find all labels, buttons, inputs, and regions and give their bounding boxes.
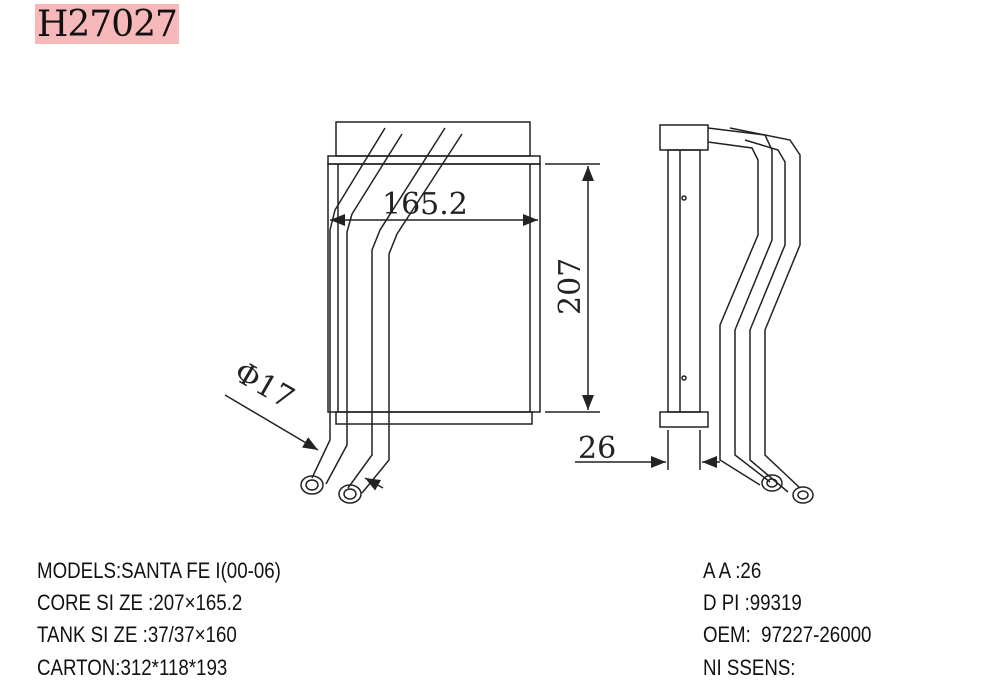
dimension-lines xyxy=(224,163,720,491)
spec-models: MODELS:SANTA FE I(00-06) xyxy=(37,558,281,583)
width-dimension-label: 165.2 xyxy=(382,187,468,222)
spec-dpi: D PI :99319 xyxy=(703,590,802,615)
spec-oem: OEM: 97227-26000 xyxy=(703,622,872,647)
spec-tank-size: TANK SI ZE :37/37×160 xyxy=(37,622,237,647)
spec-carton: CARTON:312*118*193 xyxy=(37,655,228,680)
spec-nissens: NI SSENS: xyxy=(703,655,796,680)
spec-aa: A A :26 xyxy=(703,558,762,583)
part-number-title: H27027 xyxy=(35,4,179,45)
height-dimension-label: 207 xyxy=(553,258,588,315)
depth-dimension-label: 26 xyxy=(578,431,616,466)
spec-core-size: CORE SI ZE :207×165.2 xyxy=(37,590,243,615)
front-view xyxy=(300,121,541,504)
side-view xyxy=(659,124,814,504)
pipe-diameter-label: Φ17 xyxy=(228,355,300,417)
